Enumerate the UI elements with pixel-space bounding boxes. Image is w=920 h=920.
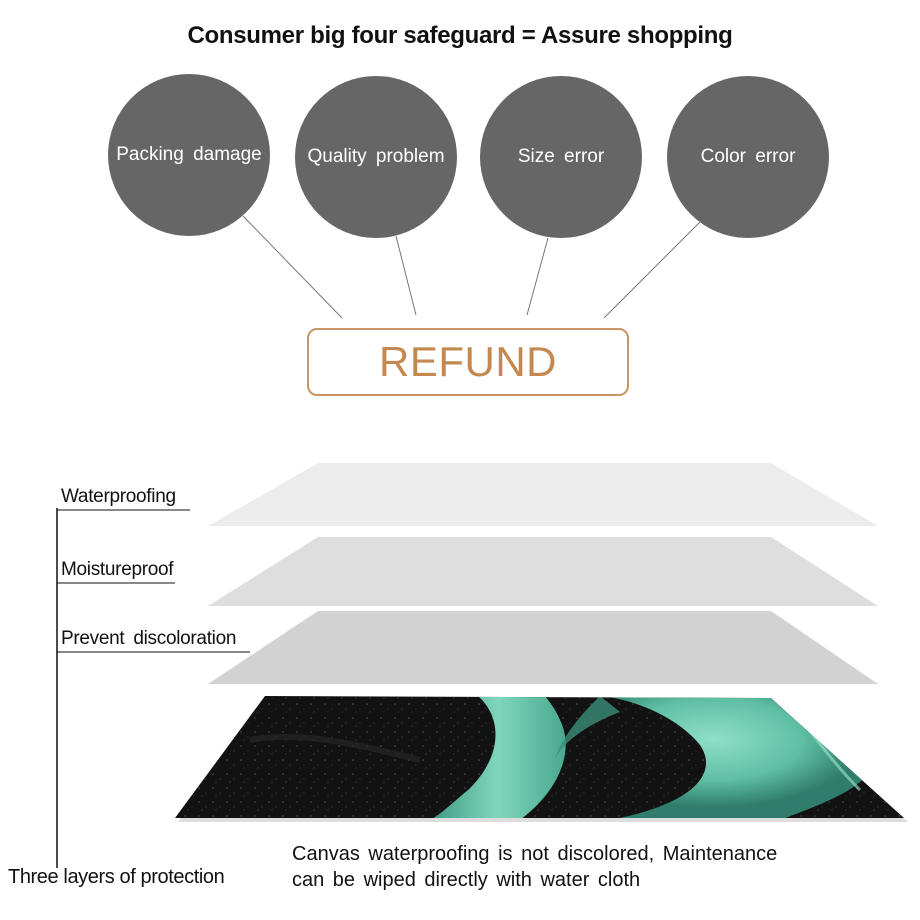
safeguard-packing-damage: Packing damage [108, 74, 270, 236]
safeguard-quality-problem: Quality problem [295, 76, 457, 238]
layer-label-discoloration: Prevent discoloration [61, 628, 237, 649]
layer-waterproofing [208, 463, 878, 526]
refund-box: REFUND [307, 328, 629, 396]
caption: Canvas waterproofing is not discolored, … [292, 841, 777, 893]
page-title: Consumer big four safeguard = Assure sho… [187, 22, 733, 49]
safeguard-label: Size error [517, 146, 605, 167]
safeguard-color-error: Color error [667, 76, 829, 238]
layer-label-moistureproof: Moistureproof [61, 559, 174, 580]
layer-moistureproof [208, 537, 878, 606]
safeguard-size-error: Size error [480, 76, 642, 238]
caption-line-1: Canvas waterproofing is not discolored, … [292, 843, 778, 865]
protection-label: Three layers of protection [8, 866, 225, 888]
safeguard-label: Quality problem [307, 146, 445, 167]
caption-line-2: can be wiped directly with water cloth [292, 869, 641, 891]
safeguard-label: Packing damage [116, 144, 262, 165]
safeguard-label: Color error [700, 146, 796, 167]
layer-label-waterproofing: Waterproofing [61, 486, 176, 507]
refund-label: REFUND [379, 338, 557, 385]
canvas-print [175, 696, 904, 818]
layer-discoloration [208, 611, 878, 684]
